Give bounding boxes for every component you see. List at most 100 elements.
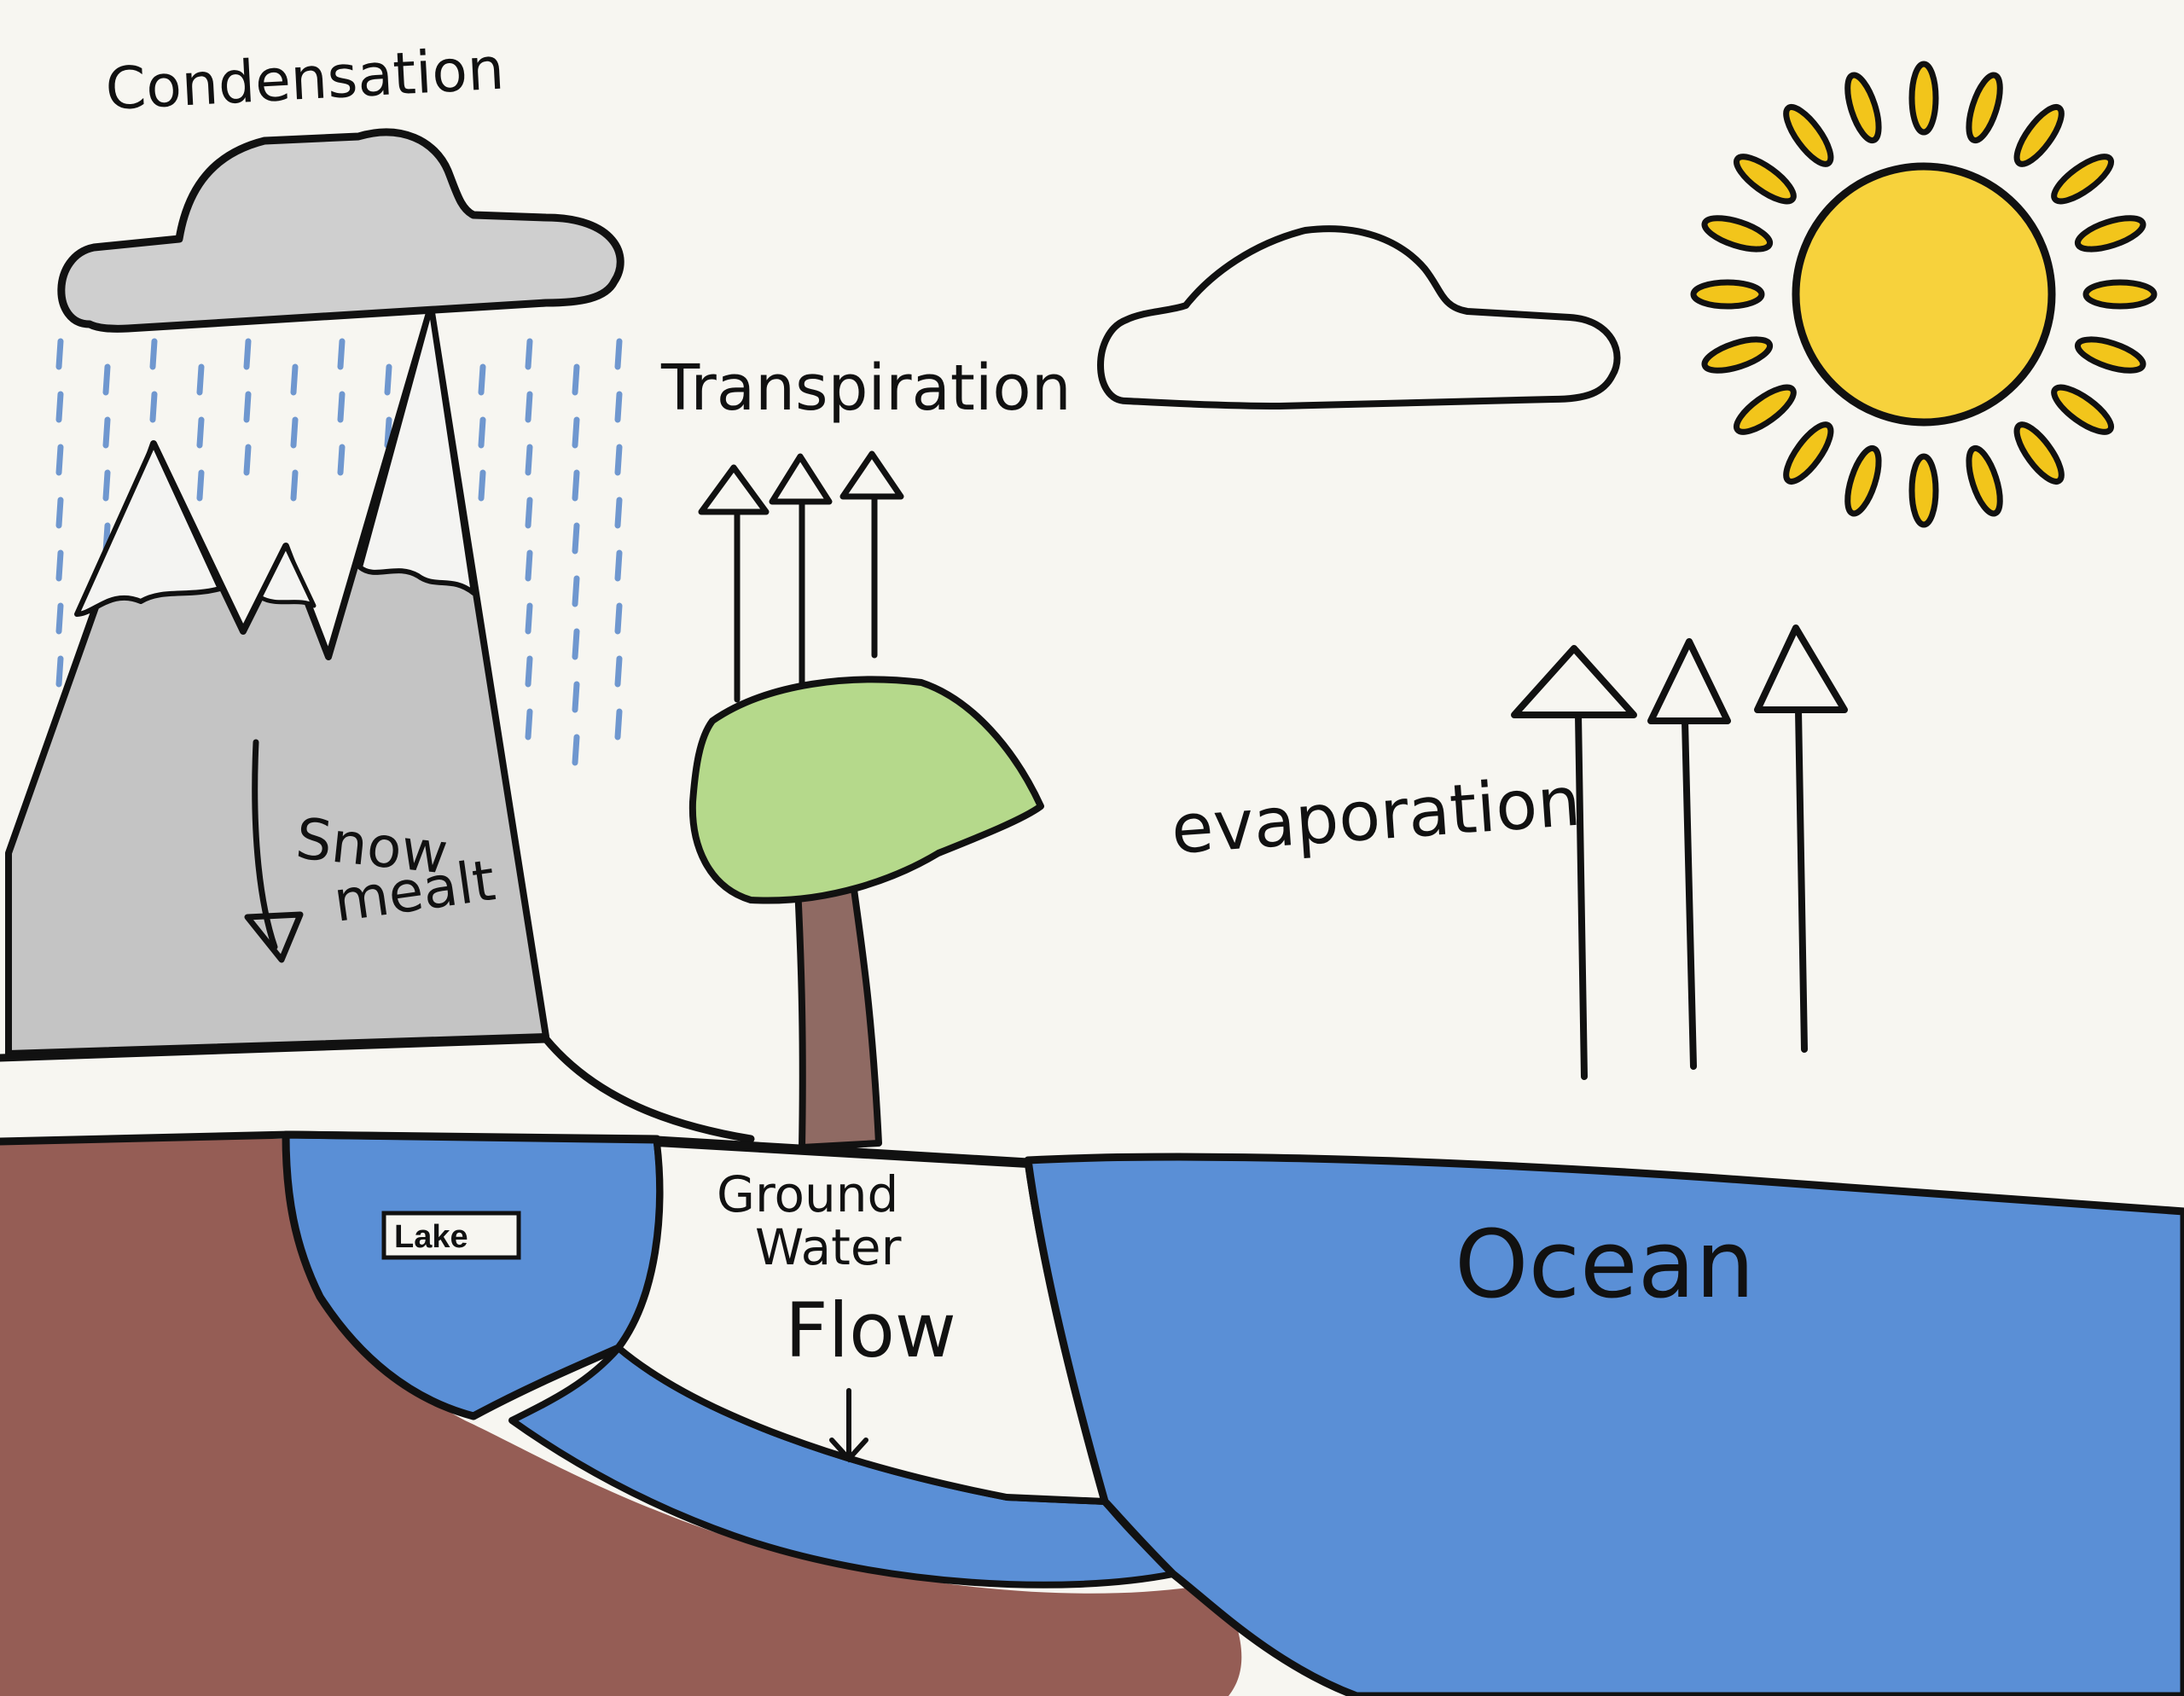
rain-drop — [384, 363, 392, 396]
rain-drop — [478, 363, 486, 396]
snow-melt-label-line1: Snow — [293, 805, 450, 886]
rain-drop — [525, 549, 533, 582]
mountain-snow-right — [357, 305, 476, 595]
rain-drop — [572, 469, 580, 502]
rain-drop — [614, 391, 623, 423]
rain-drop — [478, 469, 486, 502]
rain-drop — [55, 602, 64, 635]
rain-drop — [384, 416, 392, 449]
rain-drop — [243, 444, 252, 476]
mountain-base-line — [0, 1035, 755, 1143]
rain-drop — [525, 655, 533, 688]
rain-drop — [525, 444, 533, 476]
sun-ray — [1701, 336, 1774, 374]
rain-drop — [478, 416, 486, 449]
sun-ray — [1783, 421, 1834, 485]
tree-canopy — [688, 676, 1044, 904]
rain-drop — [55, 338, 64, 370]
ground-surface-line — [0, 1130, 1032, 1166]
arrow-up-icon — [1754, 624, 1848, 1053]
evaporation-arrows — [1511, 624, 1848, 1080]
sun-ray — [1734, 384, 1797, 435]
rain-drop — [614, 708, 623, 741]
rain-drop — [55, 497, 64, 529]
sun-ray — [1908, 61, 1939, 136]
ground-water-label-line2: Water — [755, 1218, 902, 1276]
rain-drop — [337, 338, 346, 370]
arrow-up-icon — [698, 464, 770, 703]
rain-drop — [572, 681, 580, 713]
rain-drop — [614, 497, 623, 529]
ocean-region — [1024, 1153, 2184, 1696]
ocean-label: Ocean — [1455, 1210, 1755, 1319]
sun-ray — [2013, 421, 2065, 485]
arrow-down-icon-groundwater — [829, 1388, 868, 1463]
rain-drop — [525, 338, 533, 370]
rain-drop — [55, 655, 64, 688]
rain-drop — [614, 338, 623, 370]
rain-drop — [525, 708, 533, 741]
sun-ray — [1701, 215, 1774, 253]
lake-label: Lake — [394, 1219, 468, 1255]
rain-drop — [290, 469, 299, 502]
rain-drop — [614, 549, 623, 582]
sun-ray — [2074, 215, 2146, 253]
rain-drop — [290, 416, 299, 449]
sun-ray — [2013, 104, 2065, 167]
cloud-icon-transpiration — [1097, 225, 1621, 409]
sun-ray — [1844, 444, 1882, 517]
ground-water-label-line1: Ground — [717, 1165, 898, 1223]
rain-drop — [614, 602, 623, 635]
lake-label-box — [381, 1211, 521, 1260]
rain-drop — [525, 391, 533, 423]
rain-drop — [572, 522, 580, 555]
rain-drop — [55, 391, 64, 423]
sun-ray — [1734, 154, 1797, 205]
rain-drop — [196, 469, 205, 502]
ground-water-label-line3: Flow — [785, 1287, 956, 1374]
arrow-up-icon — [1647, 638, 1731, 1070]
arrow-down-icon — [244, 739, 304, 963]
sun-ray — [2082, 279, 2158, 310]
rain-drop — [337, 391, 346, 423]
rain-drop — [572, 734, 580, 766]
rain-drop — [525, 497, 533, 529]
rain-drop — [149, 338, 158, 370]
rain-drop — [149, 391, 158, 423]
transpiration-arrows — [698, 450, 904, 703]
sun-ray — [1966, 444, 2003, 517]
rain-drop — [614, 444, 623, 476]
tree-icon — [688, 676, 1044, 1151]
arrow-up-icon — [769, 453, 833, 693]
rain-drop — [572, 628, 580, 660]
rain-drop — [243, 391, 252, 423]
sun-ray — [2051, 154, 2114, 205]
arrow-up-icon — [839, 450, 904, 659]
rain-drop — [55, 549, 64, 582]
sun-icon — [1690, 61, 2158, 528]
sun-ray — [1783, 104, 1834, 167]
rain-drop — [55, 444, 64, 476]
rain-drop — [196, 363, 205, 396]
mountain-snow-mid — [258, 543, 317, 608]
transpiration-label: Transpiration — [660, 351, 1072, 425]
mountain-snow-left — [74, 441, 223, 617]
sun-ray — [2074, 336, 2146, 374]
rain-drop — [572, 416, 580, 449]
arrow-up-icon — [1511, 645, 1637, 1080]
rain-drop — [614, 655, 623, 688]
sun-ray — [1908, 453, 1939, 528]
cloud-icon — [57, 128, 624, 333]
sun-ray — [1844, 72, 1882, 144]
rain-drop — [102, 469, 111, 502]
rain-drop — [102, 363, 111, 396]
rain-drop — [572, 575, 580, 607]
rain-drop — [196, 416, 205, 449]
sun-ray — [1690, 279, 1765, 310]
rain-drop — [572, 363, 580, 396]
sun-ray — [1966, 72, 2003, 144]
rain-drop — [102, 416, 111, 449]
rain-drop — [243, 338, 252, 370]
